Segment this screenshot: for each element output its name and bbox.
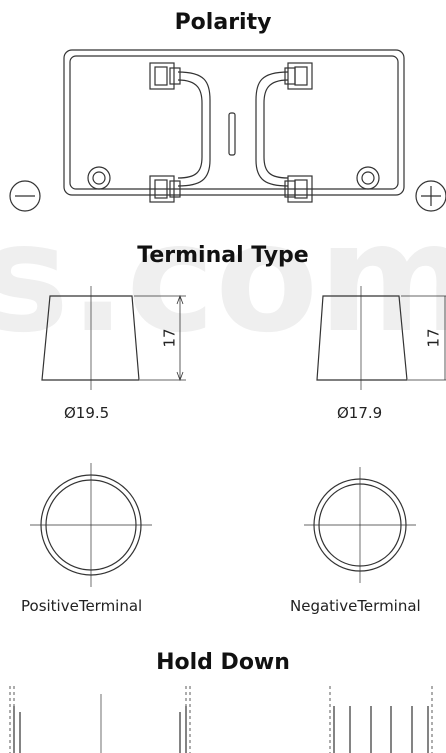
positive-terminal-label: PositiveTerminal bbox=[21, 597, 143, 615]
terminal-type-title: Terminal Type bbox=[137, 243, 309, 268]
negative-terminal-top-view bbox=[304, 467, 416, 583]
left-handle bbox=[149, 62, 211, 203]
right-diameter-label: Ø17.9 bbox=[337, 404, 383, 422]
right-terminal-profile bbox=[316, 286, 446, 390]
plus-icon bbox=[415, 180, 446, 212]
hold-down-title: Hold Down bbox=[156, 650, 290, 675]
watermark-text: s.com bbox=[0, 192, 446, 366]
right-vent bbox=[356, 166, 380, 190]
right-height-label: 17 bbox=[424, 328, 443, 348]
hold-down-left bbox=[9, 686, 191, 753]
left-diameter-label: Ø19.5 bbox=[64, 404, 110, 422]
minus-icon bbox=[9, 180, 41, 212]
left-terminal-profile bbox=[41, 286, 186, 390]
positive-terminal-top-view bbox=[30, 463, 152, 587]
battery-top-outline bbox=[63, 49, 405, 196]
hold-down-right bbox=[329, 686, 433, 753]
center-slot bbox=[228, 112, 236, 156]
left-vent bbox=[87, 166, 111, 190]
negative-terminal-label: NegativeTerminal bbox=[290, 597, 421, 615]
right-handle bbox=[255, 62, 313, 203]
polarity-title: Polarity bbox=[174, 10, 272, 35]
left-height-label: 17 bbox=[160, 328, 179, 348]
